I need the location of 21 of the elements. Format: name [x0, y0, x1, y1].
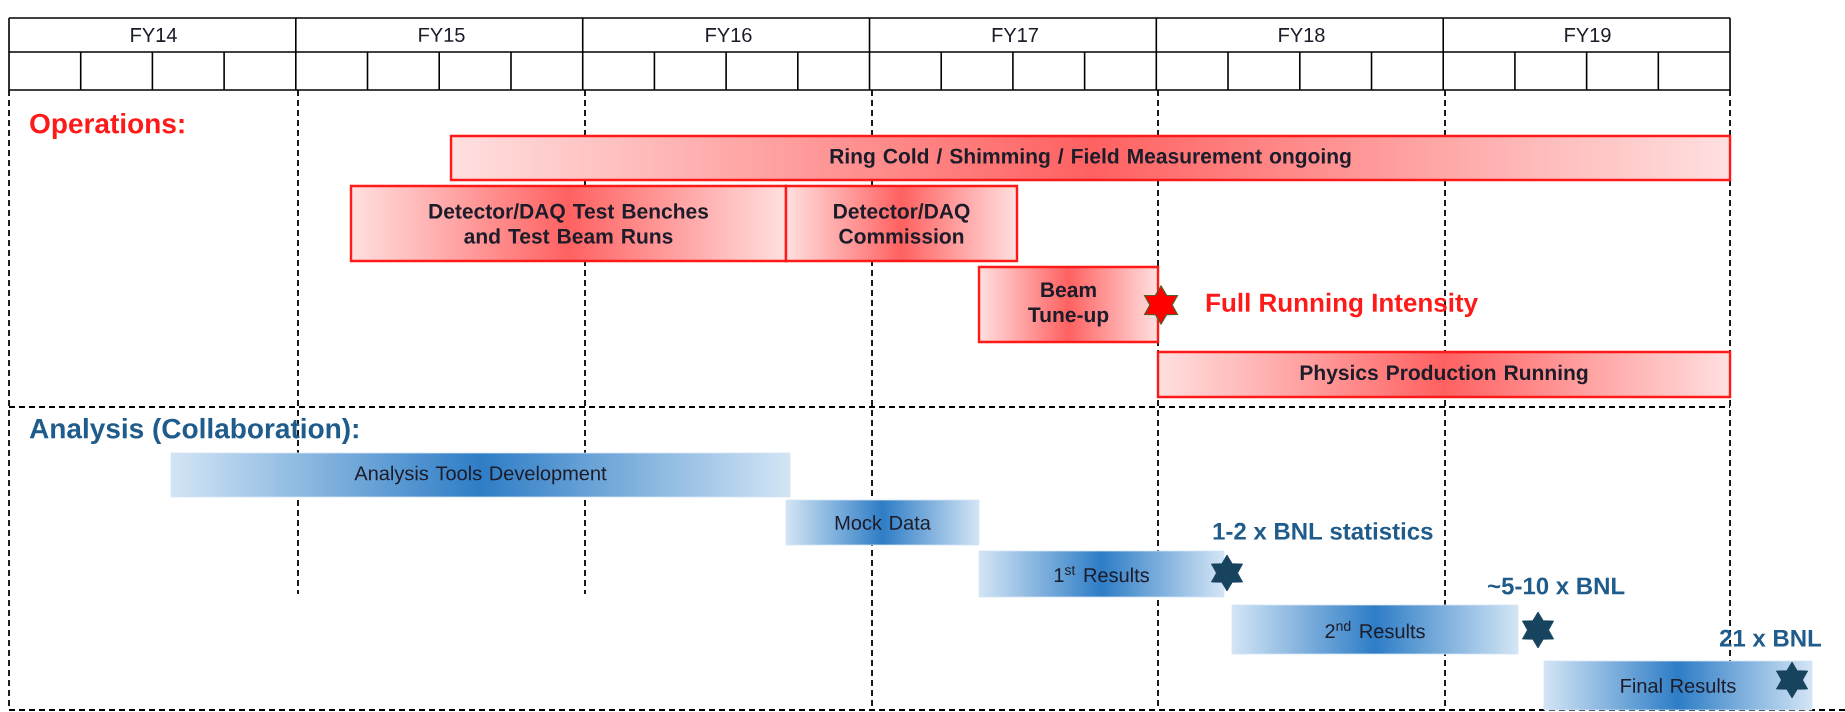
milestone-label: 21 x BNL	[1719, 629, 1822, 647]
task-bar: 1$^{st}$ Results	[978, 550, 1225, 598]
year-label: FY18	[1279, 27, 1325, 43]
task-bar: Analysis Tools Development	[170, 452, 791, 498]
task-bar: 2$^{nd}$ Results	[1231, 604, 1519, 655]
year-label: FY15	[419, 28, 465, 42]
year-label: FY16	[706, 27, 752, 43]
year-label: FY19	[1565, 27, 1611, 43]
year-label: FY17	[992, 28, 1038, 42]
year-label: FY14	[131, 28, 177, 42]
task-bar: Detector/DAQ Commission	[784, 184, 1019, 263]
task-bar: Beam Tune-up	[977, 265, 1160, 344]
milestone-label: Full Running Intensity	[1206, 292, 1478, 318]
section-heading: Analysis (Collaboration):	[29, 417, 358, 445]
task-bar: Ring Cold / Shimming / Field Measurement ongoing	[449, 134, 1732, 182]
task-bar: Final Results	[1543, 660, 1813, 711]
milestone-label: ~5-10 x BNL	[1488, 577, 1625, 595]
milestone-label: 1-2 x BNL statistics	[1213, 522, 1433, 540]
task-bar: Physics Production Running	[1156, 350, 1732, 399]
section-heading: Operations:	[30, 112, 184, 140]
task-bar: Mock Data	[785, 499, 980, 546]
